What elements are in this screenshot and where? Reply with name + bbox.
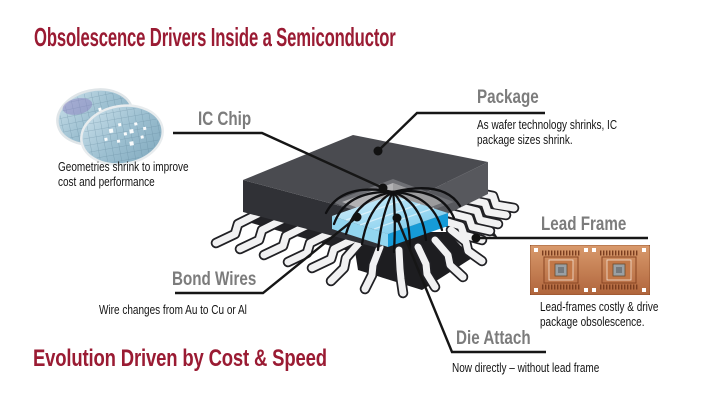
desc-ic-chip: Geometries shrink to improve cost and pe… <box>58 160 189 190</box>
label-ic-chip: IC Chip <box>198 109 252 130</box>
page-title: Obsolescence Drivers Inside a Semiconduc… <box>34 22 396 52</box>
label-lead-frame: Lead Frame <box>541 214 627 235</box>
label-die-attach: Die Attach <box>456 328 531 349</box>
label-bond-wires: Bond Wires <box>172 269 257 290</box>
label-package: Package <box>477 87 539 108</box>
wafer-front <box>80 104 164 166</box>
footer-tagline: Evolution Driven by Cost & Speed <box>33 345 327 372</box>
copper-lead-frame-image <box>530 245 650 295</box>
desc-lead-frame: Lead-frames costly & drive package obsol… <box>540 300 659 330</box>
desc-package: As wafer technology shrinks, IC package … <box>477 118 618 148</box>
desc-bond-wires: Wire changes from Au to Cu or Al <box>99 303 247 317</box>
semiconductor-package-cutaway-illustration <box>210 135 520 299</box>
lead-frame-unit <box>534 248 646 292</box>
silicon-wafers-image <box>56 88 164 166</box>
desc-die-attach: Now directly – without lead frame <box>452 361 600 375</box>
